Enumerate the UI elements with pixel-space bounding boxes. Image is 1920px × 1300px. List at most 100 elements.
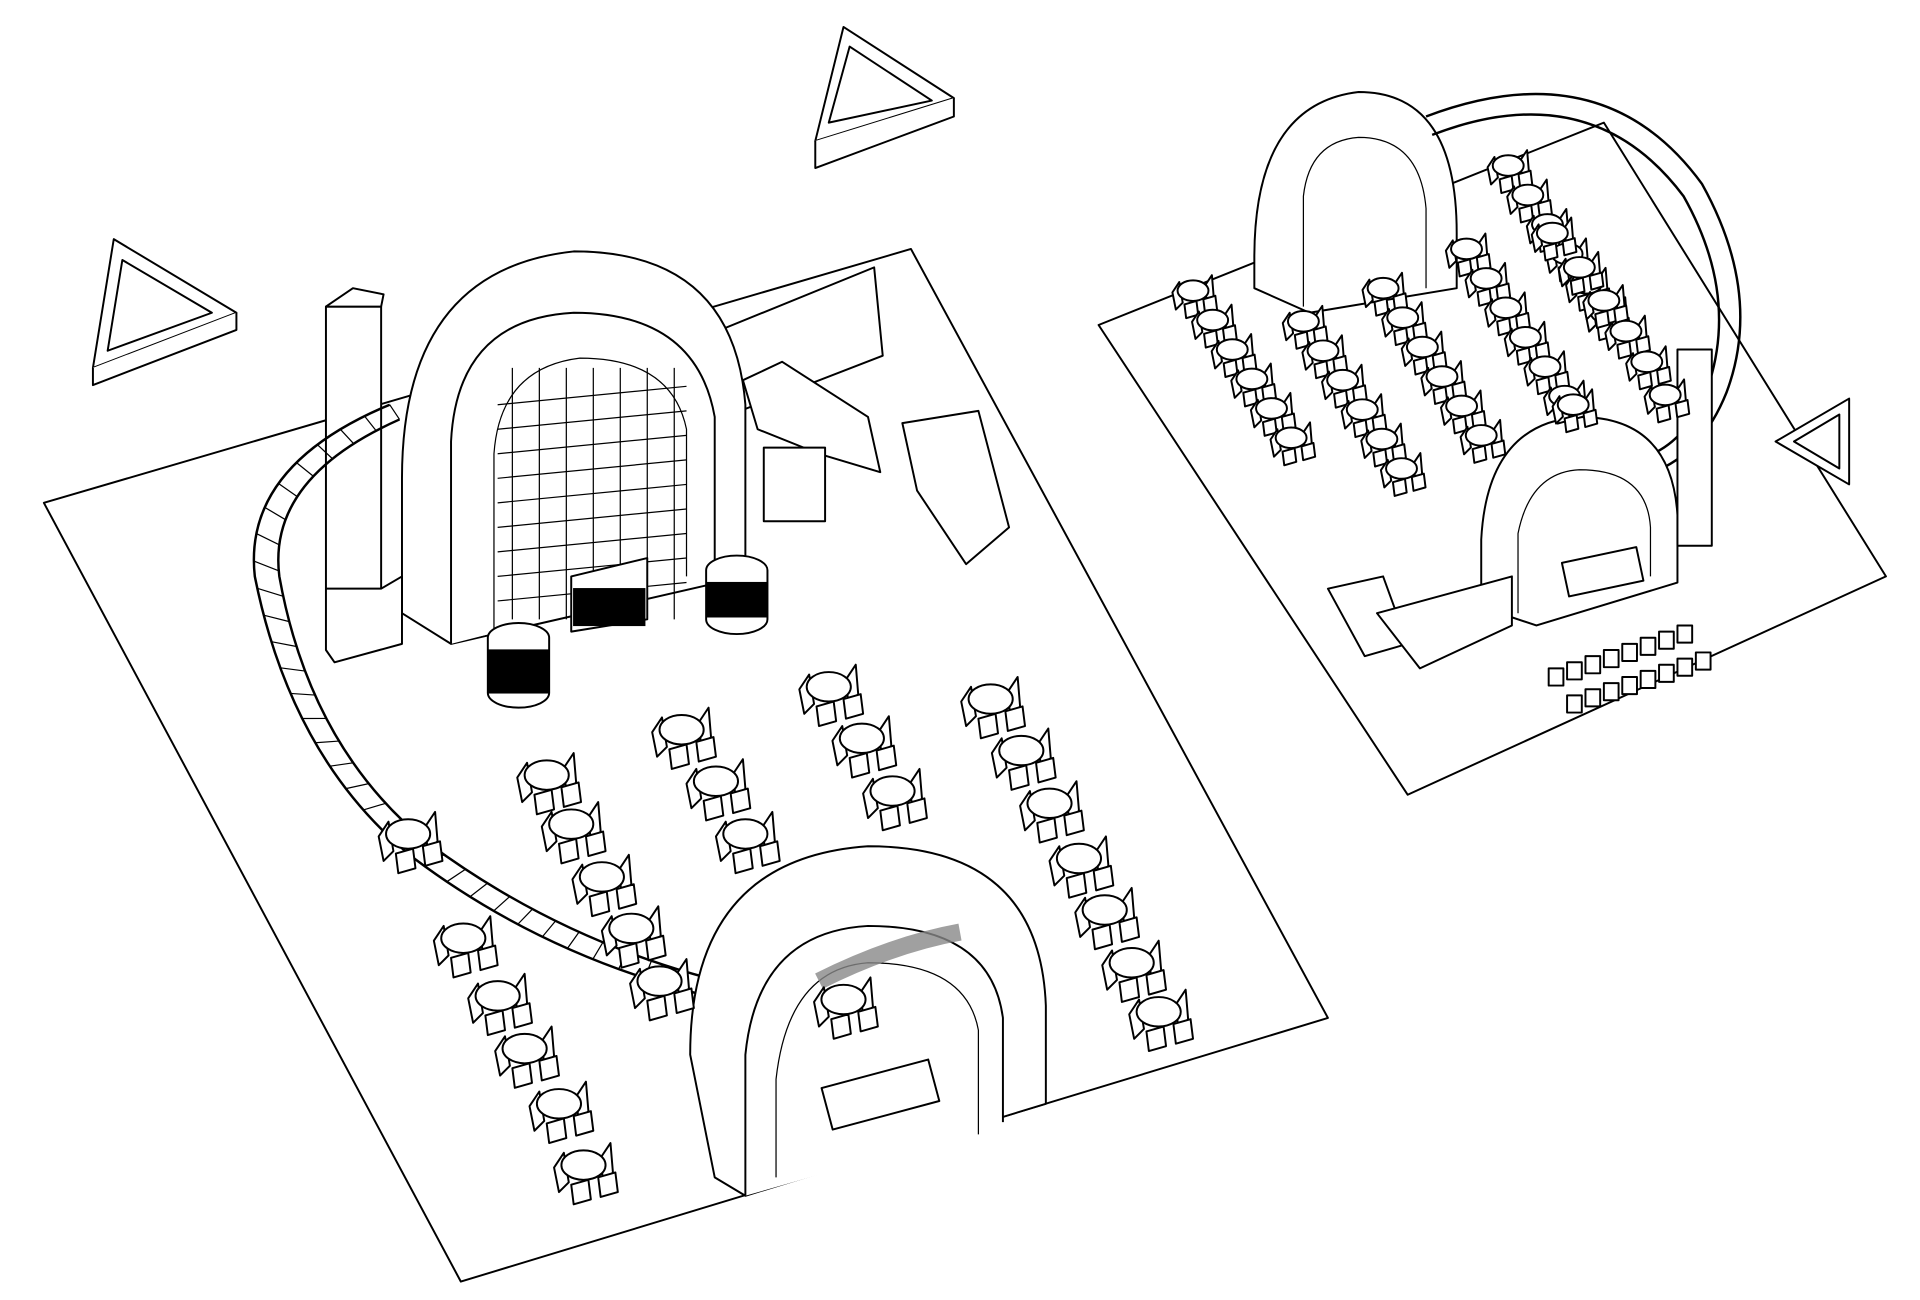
audience-chair — [1658, 663, 1675, 683]
round-table-with-chairs — [1019, 780, 1085, 844]
truss-rung — [339, 428, 355, 445]
round-table-with-chairs — [1301, 334, 1349, 380]
round-table-with-chairs — [1101, 939, 1168, 1003]
audience-chair — [1602, 682, 1620, 702]
round-table-with-chairs — [1381, 301, 1428, 347]
round-table-with-chairs — [1400, 330, 1448, 376]
curved-truss-track-inner — [277, 418, 752, 990]
truss-rung — [363, 802, 386, 811]
truss-rung — [493, 896, 511, 912]
round-table-with-chairs — [1551, 388, 1599, 434]
round-table-with-chairs — [1171, 274, 1219, 320]
round-table-with-chairs — [1420, 360, 1467, 405]
round-table-with-chairs — [1361, 271, 1409, 317]
audience-chair — [1602, 649, 1620, 669]
truss-rung — [271, 641, 297, 648]
truss-rung — [446, 868, 466, 883]
round-table-with-chairs — [1269, 421, 1317, 467]
round-table-with-chairs — [1459, 418, 1507, 464]
truss-rung — [541, 920, 557, 938]
round-table-with-chairs — [1444, 232, 1492, 278]
round-table-with-chairs — [1582, 284, 1629, 329]
round-table-with-chairs — [685, 758, 752, 822]
decor-structure — [741, 360, 1011, 566]
round-table-with-chairs — [629, 958, 695, 1022]
round-table-with-chairs — [1440, 389, 1487, 435]
round-table-with-chairs — [990, 727, 1057, 791]
round-table-with-chairs — [553, 1142, 619, 1206]
audience-chair — [1639, 636, 1657, 656]
round-table-with-chairs — [1379, 452, 1427, 497]
round-table-with-chairs — [1643, 378, 1691, 424]
audience-chair — [1639, 669, 1657, 689]
round-table-with-chairs — [1340, 393, 1388, 439]
front-right-arch-stage — [1480, 348, 1713, 627]
round-table-with-chairs — [540, 801, 607, 865]
audience-chair — [1621, 676, 1638, 696]
round-table-with-chairs — [1506, 178, 1553, 224]
left-isometric-view — [42, 26, 1329, 1283]
truss-rung — [257, 587, 284, 597]
truss-rung — [345, 783, 369, 790]
audience-chair — [1566, 661, 1583, 681]
round-table-with-chairs — [377, 810, 444, 875]
audience-chair — [1621, 642, 1638, 663]
round-table-with-chairs — [960, 676, 1026, 740]
round-table-with-chairs — [1210, 333, 1258, 378]
round-table-with-chairs — [1523, 350, 1571, 396]
truss-rung — [263, 614, 290, 623]
round-table-with-chairs — [1321, 363, 1368, 409]
round-table-with-chairs — [467, 972, 533, 1037]
triangle-truss-icon — [1774, 397, 1851, 486]
audience-chair — [1566, 694, 1583, 714]
round-table-with-chairs — [600, 905, 667, 969]
audience-chair — [1676, 657, 1694, 677]
truss-rung — [264, 506, 286, 521]
side-decor — [1326, 575, 1513, 670]
cylinder-podiums — [486, 554, 769, 709]
round-table-with-chairs — [432, 915, 499, 979]
audience-chair — [1676, 624, 1694, 644]
round-table-with-chairs — [1074, 886, 1141, 951]
truss-rung — [566, 931, 580, 949]
round-table-with-chairs — [516, 752, 583, 816]
round-table-with-chairs — [1464, 261, 1512, 307]
round-table-with-chairs — [1360, 422, 1407, 468]
round-table-with-chairs — [1281, 304, 1329, 350]
triangle-truss-icon — [814, 26, 955, 169]
truss-rung — [253, 560, 279, 572]
audience-chair — [1584, 688, 1602, 708]
round-table-with-chairs — [1128, 988, 1194, 1053]
round-table-with-chairs — [831, 715, 898, 779]
audience-chair — [1547, 667, 1565, 687]
truss-rung — [517, 908, 533, 925]
round-table-with-chairs — [1048, 835, 1115, 899]
front-desk — [820, 1058, 941, 1131]
round-table-with-chairs — [798, 663, 865, 728]
truss-rung — [315, 740, 340, 744]
truss-rung — [364, 415, 377, 432]
round-table-with-chairs — [1249, 391, 1297, 437]
audience-chair — [1694, 651, 1712, 671]
round-table-with-chairs — [651, 706, 717, 770]
truss-rung — [296, 462, 314, 477]
truss-rung — [278, 482, 298, 498]
round-table-with-chairs — [862, 767, 928, 832]
round-table-with-chairs — [714, 810, 781, 875]
truss-rung — [329, 762, 354, 767]
arch-sign — [815, 923, 962, 989]
round-table-with-chairs — [494, 1025, 560, 1089]
round-table-with-chairs — [1530, 216, 1578, 262]
main-arch-stage — [324, 250, 747, 664]
round-table-with-chairs — [1191, 303, 1238, 349]
right-floor-plane — [1097, 121, 1887, 796]
round-table-with-chairs — [1604, 314, 1651, 360]
truss-rung — [592, 942, 604, 960]
round-table-with-chairs — [1486, 149, 1534, 195]
truss-rung — [469, 882, 488, 898]
audience-chair — [1658, 630, 1675, 650]
round-table-with-chairs — [528, 1080, 595, 1144]
truss-rung — [280, 667, 306, 672]
curved-truss-track-outer — [252, 403, 752, 1007]
